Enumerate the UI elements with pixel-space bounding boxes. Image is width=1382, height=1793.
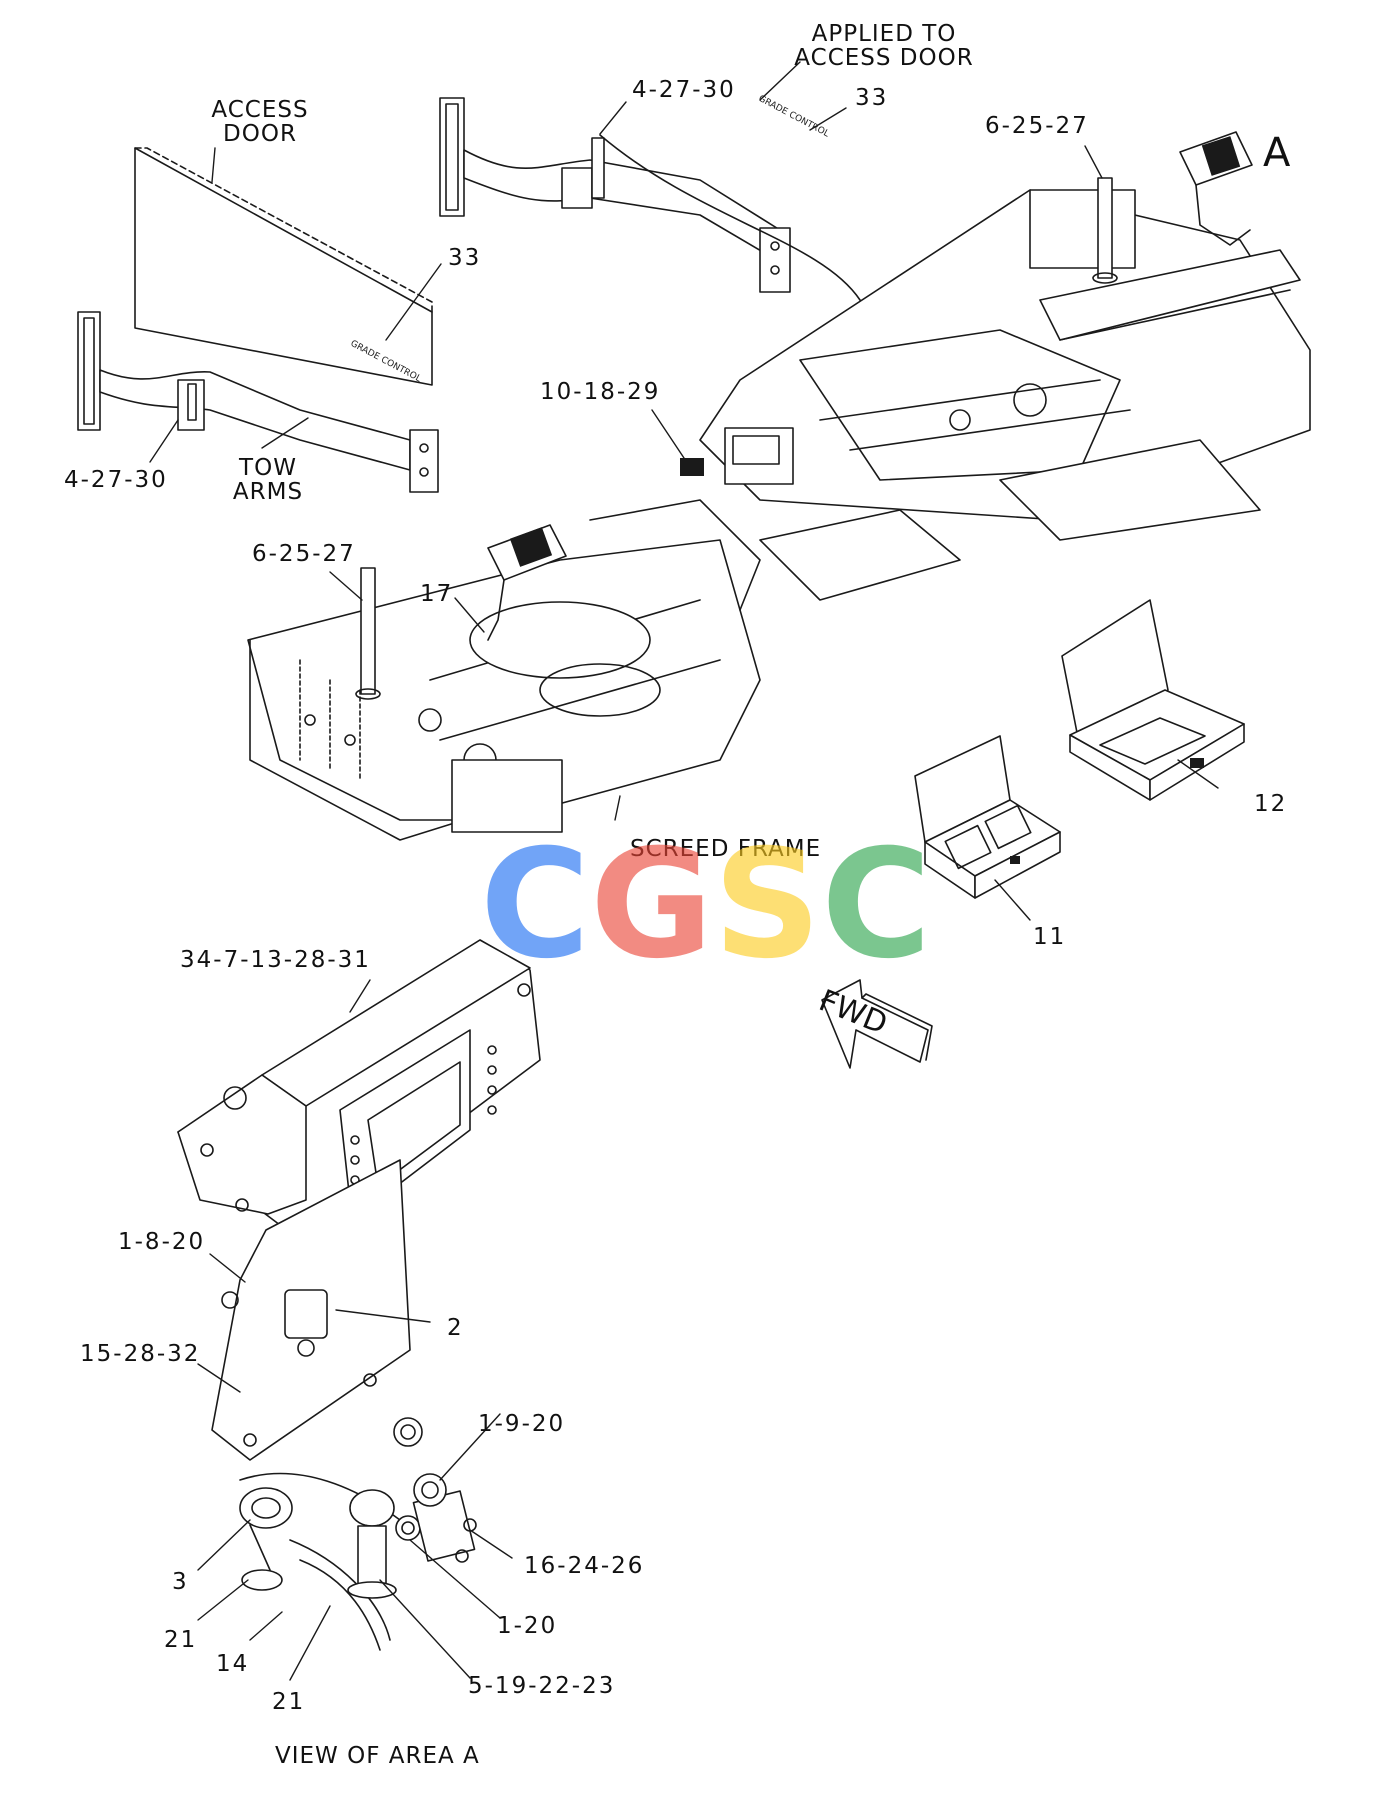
leader-10-18-29	[651, 409, 685, 459]
leader-1-8-20	[209, 1253, 246, 1283]
case-small	[914, 735, 1061, 899]
leader-2	[335, 1309, 431, 1323]
forward-arrow	[821, 979, 933, 1069]
callout-14: 14	[216, 1651, 250, 1677]
leader-screed-frame	[614, 795, 621, 821]
callout-10-18-29: 10-18-29	[540, 379, 661, 405]
callout-11: 11	[1033, 924, 1067, 950]
screed-frame-upper	[699, 189, 1311, 601]
mount-bracket	[211, 1159, 411, 1461]
leader-1-20	[409, 1539, 501, 1619]
screed-frame-label: SCREED FRAME	[630, 836, 822, 862]
callout-21-a: 21	[164, 1627, 198, 1653]
callout-16-24-26: 16-24-26	[524, 1553, 645, 1579]
left-tow-arm	[77, 311, 439, 493]
callout-34-7-13-28-31: 34-7-13-28-31	[180, 947, 371, 973]
callout-3: 3	[172, 1569, 189, 1595]
callout-33-door: 33	[448, 245, 482, 271]
watermark-letter-4: C	[821, 818, 932, 992]
leader-5-19-22-23	[379, 1579, 471, 1679]
leader-15-28-32	[197, 1363, 241, 1393]
decal-strip: GRADE CONTROL	[757, 94, 831, 140]
leader-21-a	[197, 1579, 249, 1621]
callout-15-28-32: 15-28-32	[80, 1341, 201, 1367]
leader-applied-to-door	[759, 61, 801, 101]
small-connector	[680, 458, 704, 476]
display-unit	[177, 939, 541, 1241]
leader-14	[249, 1611, 283, 1641]
access-door-panel: GRADE CONTROL	[134, 147, 433, 386]
callout-6-25-27-top: 6-25-27	[985, 113, 1089, 139]
mast-post-top	[1092, 177, 1118, 284]
cgsc-watermark: CGSC	[480, 830, 931, 980]
case-large	[1061, 599, 1245, 801]
leader-33-top	[809, 107, 847, 131]
leader-lines	[149, 61, 1219, 1681]
leader-tow-arms	[261, 417, 309, 449]
leader-4-27-30-top	[599, 101, 627, 135]
leader-21-b	[289, 1605, 331, 1681]
callout-17: 17	[420, 581, 454, 607]
callout-1-9-20: 1-9-20	[478, 1411, 566, 1437]
callout-33-top: 33	[855, 85, 889, 111]
leader-4-27-30-left	[149, 419, 179, 463]
callout-5-19-22-23: 5-19-22-23	[468, 1673, 616, 1699]
watermark-letter-3: S	[713, 818, 822, 992]
callout-4-27-30-left: 4-27-30	[64, 467, 168, 493]
callout-1-8-20: 1-8-20	[118, 1229, 206, 1255]
leader-17	[454, 597, 485, 633]
upper-control-box	[1179, 131, 1253, 246]
top-tow-arm	[439, 97, 881, 331]
view-of-area-a-label: VIEW OF AREA A	[275, 1743, 480, 1769]
leader-33-door	[385, 263, 442, 341]
svg-text:GRADE CONTROL: GRADE CONTROL	[757, 94, 831, 140]
leader-access-door	[211, 147, 216, 183]
leader-6-25-27-left	[329, 571, 363, 601]
callout-6-25-27-left: 6-25-27	[252, 541, 356, 567]
callout-1-20: 1-20	[497, 1613, 558, 1639]
leader-1-9-20	[439, 1413, 501, 1481]
leader-12	[1177, 759, 1219, 789]
mast-post-left	[355, 567, 381, 700]
clamp-assembly	[239, 1417, 477, 1651]
leader-6-25-27-top	[1084, 145, 1103, 179]
lower-control-box	[487, 524, 567, 641]
watermark-letter-2: G	[590, 818, 714, 992]
watermark-letter-1: C	[480, 818, 591, 992]
leader-3	[197, 1519, 251, 1571]
leader-34-7-13-28-31	[349, 979, 371, 1013]
leader-16-24-26	[469, 1529, 513, 1559]
screed-frame-lower	[247, 499, 761, 841]
leader-11	[994, 879, 1031, 921]
callout-12: 12	[1254, 791, 1288, 817]
callout-4-27-30-top: 4-27-30	[632, 77, 736, 103]
callout-21-b: 21	[272, 1689, 306, 1715]
callout-2: 2	[447, 1315, 464, 1341]
area-a-letter: A	[1263, 130, 1291, 176]
